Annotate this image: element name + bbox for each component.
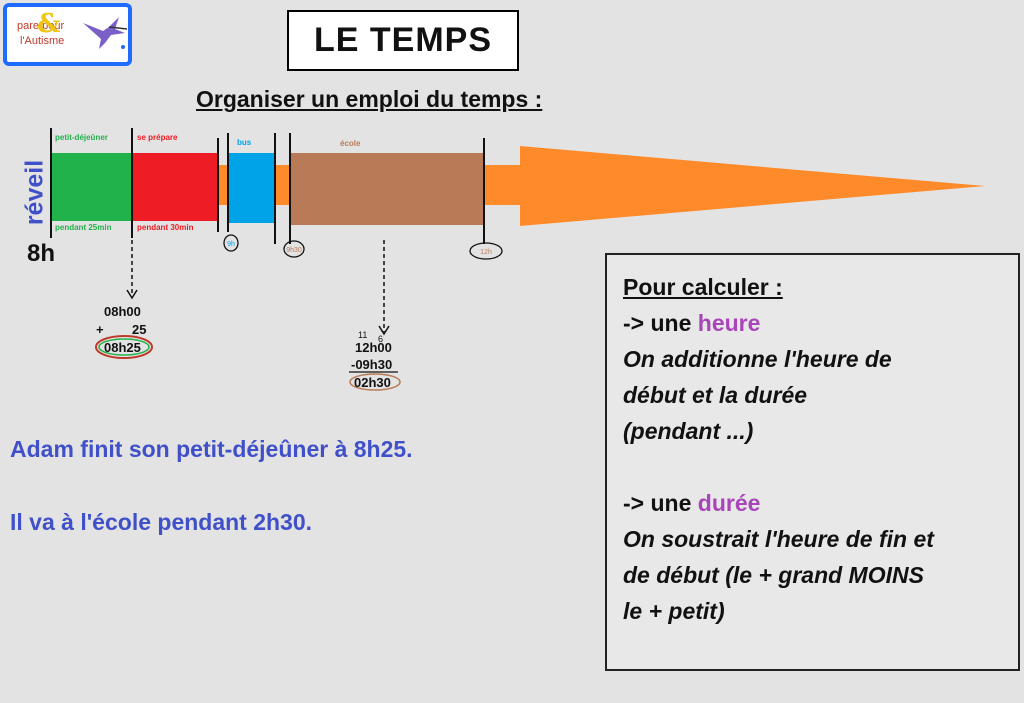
sentence-2: Il va à l'école pendant 2h30.: [10, 509, 313, 535]
hummingbird-icon: [83, 17, 128, 49]
result-circle-1-inner: [98, 338, 150, 356]
info-spacer: [623, 449, 1018, 485]
result-circle-1: [95, 335, 153, 359]
timeline-arrow: [483, 146, 985, 226]
info-text-line: (pendant ...): [623, 418, 754, 444]
segment-duration-petit-dejeuner: pendant 25min: [55, 223, 112, 232]
sentence-1: Adam finit son petit-déjeûner à 8h25.: [10, 436, 413, 462]
info-text-line: début et la durée: [623, 382, 808, 408]
logo-text-2: l'Autisme: [20, 35, 65, 47]
marker-9h30-label: 9h30: [286, 247, 302, 254]
calc2-a: 12h00: [355, 340, 392, 355]
info-word-heure: heure: [697, 310, 761, 336]
segment-ecole: [291, 153, 484, 225]
segment-label-se-prepare: se prépare: [137, 133, 178, 142]
calc2-note-1: 11: [358, 330, 368, 340]
calc1-b: 25: [132, 322, 147, 337]
info-text-line: de début (le + grand MOINS: [623, 562, 924, 588]
timeline-diagram: 9h 9h30 12h: [50, 128, 985, 391]
segment-label-petit-dejeuner: petit-déjeûner: [55, 133, 108, 142]
calc1-a: 08h00: [104, 304, 141, 319]
marker-12h: [469, 242, 503, 260]
marker-9h-label: 9h: [227, 241, 235, 248]
segment-se-prepare: [133, 153, 218, 221]
segment-label-ecole: école: [340, 139, 361, 148]
info-text-line: On additionne l'heure de: [623, 346, 892, 372]
segment-bus: [229, 153, 274, 223]
calc2-note-2: 6: [378, 334, 384, 344]
info-item-duree: -> une durée: [623, 490, 761, 516]
subtitle: Organiser un emploi du temps :: [196, 86, 543, 112]
page-title: LE TEMPS: [287, 10, 519, 71]
marker-12h-label: 12h: [480, 249, 492, 256]
result-circle-2: [349, 373, 401, 391]
info-text-line: On soustrait l'heure de fin et: [623, 526, 934, 552]
logo: pare pour & l'Autisme: [3, 3, 132, 66]
reveil-label: réveil: [20, 159, 49, 226]
marker-9h30: [283, 240, 305, 258]
segment-duration-se-prepare: pendant 30min: [137, 223, 194, 232]
marker-9h: [223, 234, 239, 252]
info-word-duree: durée: [697, 490, 761, 516]
calc2-result: 02h30: [354, 375, 391, 390]
segment-label-bus: bus: [237, 138, 252, 147]
calc1-result: 08h25: [104, 340, 141, 355]
calc1-op: +: [96, 322, 104, 337]
info-box: Pour calculer : -> une heure On addition…: [605, 253, 1020, 671]
calc2-b: -09h30: [351, 357, 393, 372]
logo-text-1: pare pour: [17, 20, 65, 32]
logo-ampersand: &: [37, 9, 61, 39]
start-hour: 8h: [27, 240, 56, 267]
segment-petit-dejeuner: [52, 153, 132, 221]
info-text-line: le + petit): [623, 598, 725, 624]
info-heading: Pour calculer :: [623, 274, 783, 300]
info-item-heure: -> une heure: [623, 310, 761, 336]
